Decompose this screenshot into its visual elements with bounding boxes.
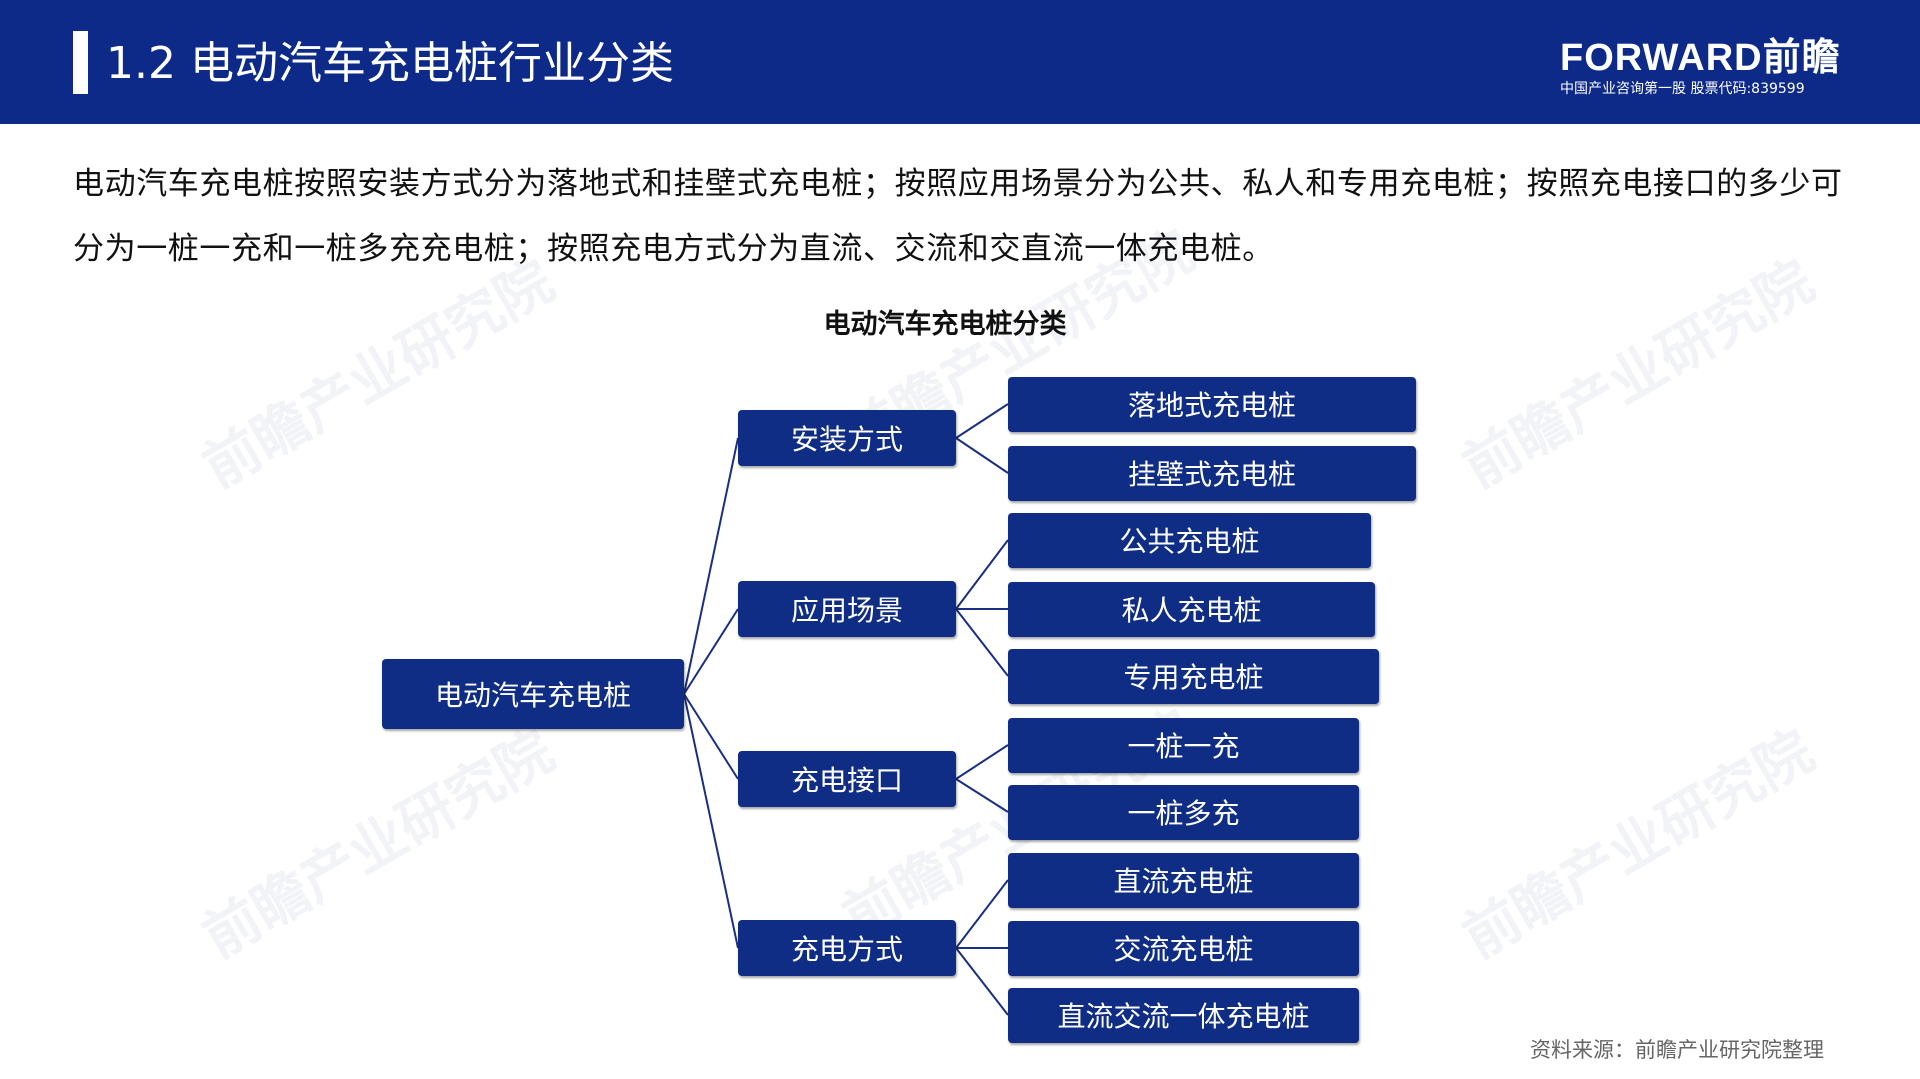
connector-line: [683, 437, 739, 695]
category-node: 安装方式: [738, 410, 956, 466]
title-accent-bar: [73, 31, 88, 94]
connector-line: [683, 608, 739, 695]
connector-line: [955, 403, 1009, 439]
logo-tagline: 中国产业咨询第一股 股票代码:839599: [1560, 81, 1805, 97]
connector-line: [955, 608, 1009, 677]
intro-paragraph: 电动汽车充电桩按照安装方式分为落地式和挂壁式充电桩；按照应用场景分为公共、私人和…: [73, 166, 1843, 267]
connector-line: [955, 744, 1009, 780]
leaf-node: 直流充电桩: [1008, 852, 1359, 908]
logo-wordmark: FORWARD前瞻: [1560, 37, 1841, 79]
connector-line: [955, 778, 1009, 813]
leaf-node: 直流交流一体充电桩: [1008, 987, 1359, 1043]
leaf-node: 公共充电桩: [1008, 512, 1371, 568]
leaf-node: 私人充电桩: [1008, 581, 1375, 637]
leaf-node: 交流充电桩: [1008, 920, 1359, 976]
category-node: 应用场景: [738, 581, 956, 637]
connector-line: [955, 879, 1009, 949]
connector-line: [955, 539, 1009, 610]
diagram-title: 电动汽车充电桩分类: [823, 309, 1067, 340]
leaf-node: 一桩一充: [1008, 717, 1359, 773]
connector-line: [683, 693, 739, 780]
connector-line: [683, 693, 739, 949]
category-node: 充电接口: [738, 751, 956, 807]
leaf-node: 一桩多充: [1008, 784, 1359, 840]
header-bar: 1.2 电动汽车充电桩行业分类 FORWARD前瞻 中国产业咨询第一股 股票代码…: [0, 0, 1920, 124]
page-title: 1.2 电动汽车充电桩行业分类: [106, 38, 674, 89]
category-node: 充电方式: [738, 920, 956, 976]
leaf-node: 落地式充电桩: [1008, 376, 1416, 432]
connector-line: [955, 437, 1009, 474]
leaf-node: 专用充电桩: [1008, 648, 1379, 704]
forward-logo: FORWARD前瞻 中国产业咨询第一股 股票代码:839599: [1560, 38, 1841, 98]
connector-line: [955, 947, 1009, 1016]
source-note: 资料来源：前瞻产业研究院整理: [1530, 1038, 1824, 1062]
leaf-node: 挂壁式充电桩: [1008, 445, 1416, 501]
root-node: 电动汽车充电桩: [382, 659, 684, 729]
